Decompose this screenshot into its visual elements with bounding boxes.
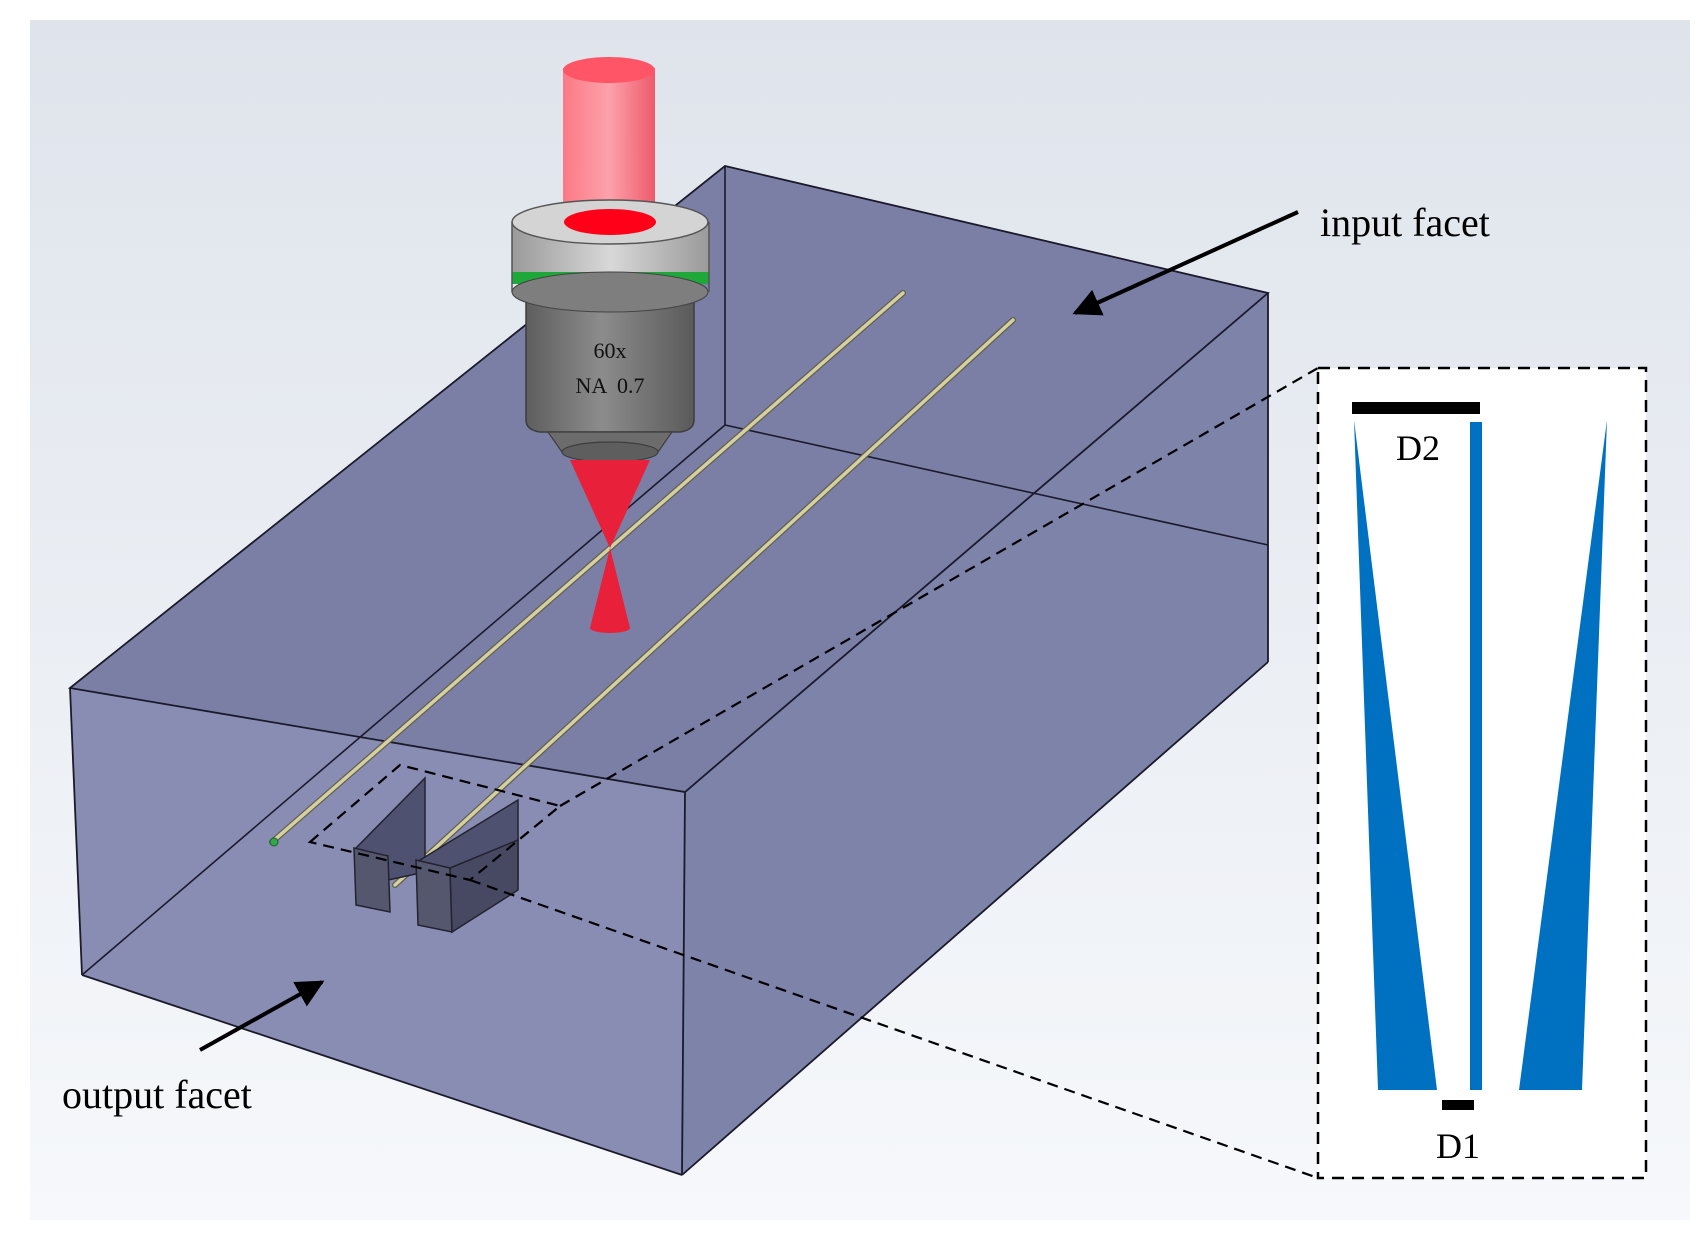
block-input-face (682, 293, 1268, 1175)
structure-right-wedge-side (449, 838, 519, 934)
block-hidden-edge-back (724, 424, 1269, 546)
d2-marker-bar (1352, 402, 1480, 414)
zoom-connector-top (559, 367, 1319, 807)
inset-right-wedge (1519, 420, 1607, 1090)
waveguide-end-marker (269, 837, 279, 847)
zoom-connectors (469, 367, 1319, 1180)
objective-lens (561, 441, 659, 463)
block-top-face (70, 166, 1268, 792)
output-facet-arrow (199, 980, 325, 1052)
glass-block (67, 165, 1270, 1176)
annotations: input facet output facet (62, 200, 1490, 1117)
input-facet-arrow (1072, 210, 1299, 316)
zoom-connector-bottom (469, 878, 1319, 1180)
laser-beam-top (563, 57, 655, 83)
inset-panel: D2 D1 (1316, 366, 1648, 1180)
block-output-face (70, 688, 685, 1175)
written-structure (353, 776, 519, 934)
laser-focus-cone-upper (570, 460, 650, 548)
block-edge-front-vertical (681, 791, 686, 1176)
objective-body (525, 291, 695, 433)
laser-spot (564, 209, 656, 235)
d1-label: D1 (1436, 1126, 1480, 1166)
structure-left-wedge-front (353, 847, 391, 913)
block-edge-bottom-front (81, 974, 683, 1176)
laser-focus-cone-lower (590, 548, 630, 628)
inset-left-wedge (1354, 420, 1437, 1090)
output-facet-label: output facet (62, 1072, 252, 1117)
d2-label: D2 (1396, 428, 1440, 468)
block-edges (67, 165, 1270, 1176)
inset-waveguide (1470, 422, 1482, 1090)
waveguide-1 (270, 291, 905, 844)
objective-assembly: 60x NA 0.7 (511, 57, 710, 633)
objective-magnification-label: 60x (594, 338, 627, 363)
objective-na-label: NA 0.7 (575, 373, 644, 398)
block-edge-front-left (69, 687, 83, 976)
laser-focus-cone-base (590, 623, 630, 633)
input-facet-label: input facet (1320, 200, 1490, 245)
objective-body-top (511, 271, 709, 313)
d1-marker-bar (1442, 1100, 1474, 1110)
block-edge-bottom-right (681, 661, 1269, 1176)
zoom-selection-box (307, 763, 563, 882)
objective-collar-outline (511, 222, 710, 292)
